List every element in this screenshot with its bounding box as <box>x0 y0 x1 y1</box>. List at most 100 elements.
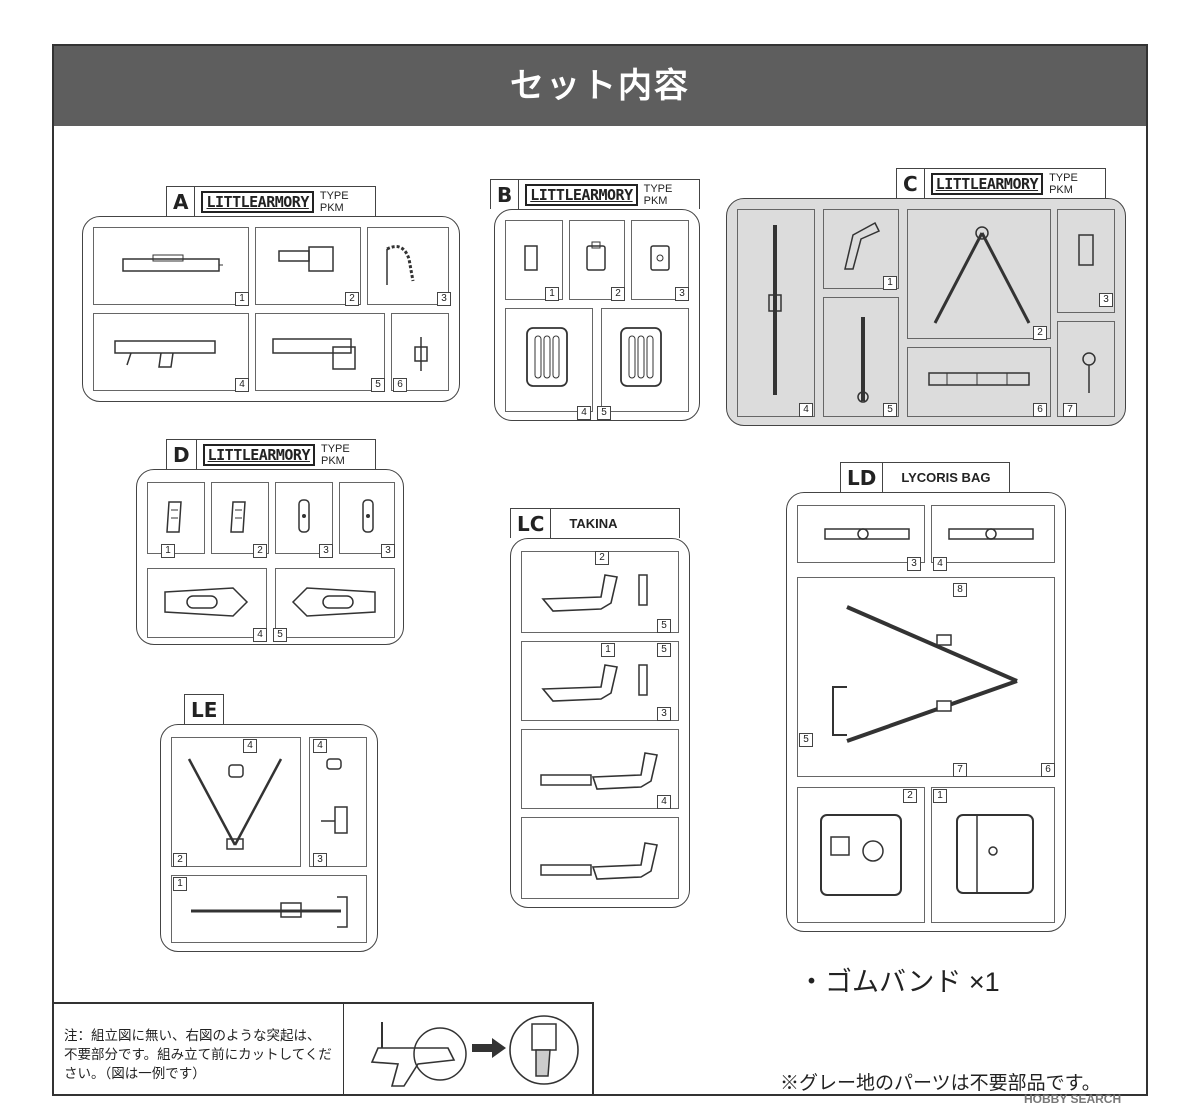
runner-lc-tab: LC TAKINA <box>510 508 680 538</box>
part-ld2-cell <box>797 787 925 923</box>
part-b3-cell <box>631 220 689 300</box>
magazine-part-icon <box>638 664 648 696</box>
part-number: 2 <box>173 853 187 867</box>
part-number: 4 <box>253 628 267 642</box>
runner-c-tab: C LITTLEARMORY TYPE PKM <box>896 168 1106 198</box>
runner-le: 4 4 2 3 1 <box>160 724 378 952</box>
part-number: 4 <box>657 795 671 809</box>
bipod-part-icon <box>933 226 1031 324</box>
barrel-part-icon <box>768 225 782 395</box>
sight-part-icon <box>1082 352 1096 393</box>
part-number: 1 <box>601 643 615 657</box>
part-number: 2 <box>253 544 267 558</box>
part-number: 8 <box>953 583 967 597</box>
runner-lc-letter: LC <box>511 509 552 538</box>
grip-panel-part-icon <box>362 499 374 533</box>
part-a4-cell <box>93 313 249 391</box>
little-armory-logo: LITTLEARMORY <box>525 183 638 206</box>
runner-a-type: TYPE PKM <box>320 190 349 214</box>
bag-strap-part-icon <box>948 528 1034 540</box>
part-number: 1 <box>235 292 249 306</box>
buckle-part-icon <box>832 686 847 736</box>
part-number: 7 <box>953 763 967 777</box>
part-a3-cell <box>367 227 449 305</box>
part-number: 3 <box>319 544 333 558</box>
rail-part-icon <box>928 372 1030 386</box>
grip-part-icon <box>166 501 182 533</box>
pistol-part-icon <box>540 752 658 790</box>
receiver-part-icon <box>122 254 223 272</box>
model-label: PKM <box>319 201 344 214</box>
part-number: 2 <box>345 292 359 306</box>
ammo-box-part-icon <box>526 327 568 387</box>
swivel-part-icon <box>321 758 348 834</box>
instruction-sheet: セット内容 A LITTLEARMORY TYPE PKM 1 2 3 4 5 … <box>52 44 1148 1096</box>
runner-b-tab: B LITTLEARMORY TYPE PKM <box>490 179 700 209</box>
box-part-icon <box>586 241 606 271</box>
pistol-part-icon <box>541 664 618 702</box>
runner-d-type: TYPE PKM <box>321 443 350 467</box>
bag-strap-part-icon <box>824 528 910 540</box>
part-number: 5 <box>883 403 897 417</box>
feed-cover-part-icon <box>278 246 334 272</box>
cut-example-figure <box>344 1004 592 1094</box>
little-armory-logo: LITTLEARMORY <box>201 190 314 213</box>
runner-ld: 3 4 8 5 7 6 2 1 <box>786 492 1066 932</box>
gas-tube-part-icon <box>857 317 869 403</box>
runner-b-type: TYPE PKM <box>644 183 673 207</box>
runner-a-letter: A <box>167 187 196 216</box>
part-c7-cell <box>1057 321 1115 417</box>
part-a1-cell <box>93 227 249 305</box>
box-lid-part-icon <box>650 245 670 271</box>
part-ld3-cell <box>797 505 925 563</box>
part-number: 1 <box>173 877 187 891</box>
lower-receiver-part-icon <box>114 340 216 368</box>
part-number: 1 <box>883 276 897 290</box>
runner-d: 1 2 3 3 4 5 <box>136 469 404 645</box>
carry-handle-part-icon <box>1078 234 1094 266</box>
part-number: 6 <box>393 378 407 392</box>
model-label: PKM <box>643 194 668 207</box>
runner-le-tab: LE <box>184 694 224 724</box>
part-number: 5 <box>597 406 611 420</box>
part-number: 2 <box>595 551 609 565</box>
runner-lc: 2 5 1 5 3 4 <box>510 538 690 908</box>
runner-d-tab: D LITTLEARMORY TYPE PKM <box>166 439 376 469</box>
part-number: 4 <box>799 403 813 417</box>
part-b2-cell <box>569 220 625 300</box>
runner-lc-name: TAKINA <box>569 516 618 531</box>
runner-le-letter: LE <box>191 697 218 722</box>
rifle-part-icon <box>191 896 348 928</box>
runner-c: 1 2 3 4 5 6 7 <box>726 198 1126 426</box>
stock-frame-part-icon <box>164 587 249 617</box>
bag-flap-part-icon <box>956 814 1034 894</box>
part-number: 3 <box>437 292 451 306</box>
part-a2-cell <box>255 227 361 305</box>
part-number: 7 <box>1063 403 1077 417</box>
part-lc3-cell <box>521 729 679 809</box>
clip-part-icon <box>524 245 538 271</box>
page-title: セット内容 <box>54 46 1146 126</box>
runner-ld-letter: LD <box>841 463 884 492</box>
part-number: 3 <box>907 557 921 571</box>
gray-parts-note: ※グレー地のパーツは不要部品です。 <box>780 1073 1101 1094</box>
grip-cut-zoom-icon <box>509 1015 579 1085</box>
part-number: 1 <box>161 544 175 558</box>
model-label: PKM <box>1049 183 1073 196</box>
type-label: TYPE <box>1049 171 1078 184</box>
note-text: 注：組立図に無い、右図のような突起は、不要部分です。組み立て前にカットしてくださ… <box>54 1004 344 1094</box>
part-ld4-cell <box>931 505 1055 563</box>
part-number: 5 <box>371 378 385 392</box>
part-b5-cell <box>601 308 689 412</box>
part-d3b-cell <box>339 482 395 554</box>
part-number: 4 <box>933 557 947 571</box>
part-number: 5 <box>657 619 671 633</box>
type-label: TYPE <box>319 189 349 202</box>
part-c6-cell <box>907 347 1051 417</box>
model-label: PKM <box>320 454 345 467</box>
part-number: 1 <box>933 789 947 803</box>
runner-c-letter: C <box>897 169 925 198</box>
grip-part-icon <box>230 501 246 533</box>
part-number: 6 <box>1033 403 1047 417</box>
part-number: 5 <box>657 643 671 657</box>
